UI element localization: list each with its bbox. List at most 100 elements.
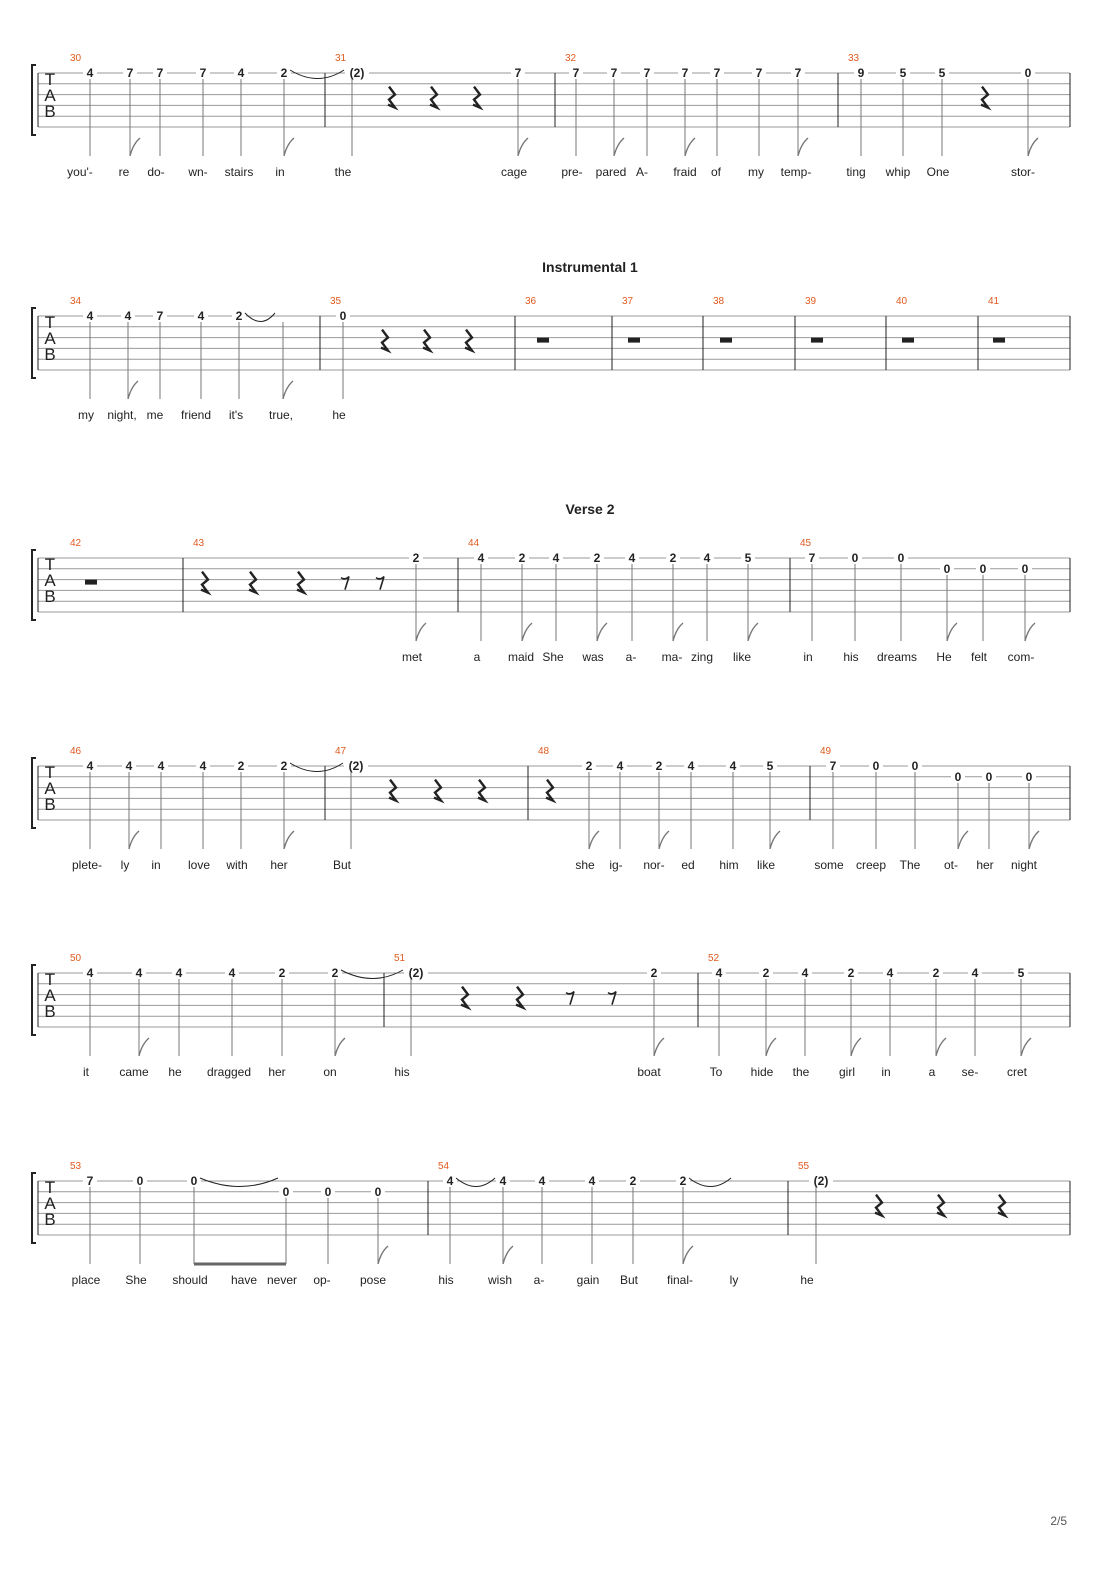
fret-number: 5 [939,66,946,80]
fret-number: 2 [656,759,663,773]
fret-bg [154,759,168,772]
lyric-syllable: creep [856,858,886,872]
fret-number: 2 [281,66,288,80]
fret-bg [496,1174,510,1187]
tab-clef-letter: B [44,345,55,364]
eighth-flag [128,830,140,850]
fret-number: 2 [236,309,243,323]
lyric-syllable: his [843,650,858,664]
system-bracket [31,549,36,621]
fret-number: 4 [704,551,711,565]
eighth-flag [127,380,139,400]
eighth-flag [797,137,809,157]
lyric-syllable: But [333,858,352,872]
measure-number: 41 [988,296,1000,307]
tab-clef-letter: B [44,795,55,814]
fret-number: 2 [763,966,770,980]
fret-number: 7 [200,66,207,80]
fret-number: 4 [136,966,143,980]
lyric-syllable: a- [534,1273,545,1287]
lyric-syllable: should [172,1273,207,1287]
lyric-syllable: dreams [877,650,917,664]
lyric-syllable: To [710,1065,723,1079]
fret-bg [328,966,342,979]
whole-rest [993,337,1005,343]
fret-bg [371,1184,385,1198]
lyric-syllable: her [270,858,287,872]
quarter-rest [545,778,557,804]
fret-bg [896,66,910,79]
fret-number: 0 [325,1185,332,1199]
fret-bg [666,551,680,564]
fret-number: 7 [515,66,522,80]
tie-arc [289,69,345,79]
fret-bg [798,966,812,979]
lyric-syllable: came [119,1065,149,1079]
fret-number: 9 [858,66,865,80]
lyric-syllable: in [275,165,284,179]
lyric-syllable: ly [121,858,130,872]
section-heading: Instrumental 1 [542,259,638,275]
eighth-flag [502,1245,514,1265]
fret-bg [1021,66,1035,79]
fret-bg [153,66,167,79]
fret-number: 0 [873,759,880,773]
fret-bg [741,551,755,564]
tab-clef-letter: B [44,587,55,606]
measure-number: 50 [70,953,82,964]
lyric-syllable: a [474,650,481,664]
tie-arc [340,969,404,979]
fret-bg [83,309,97,322]
fret-number: 7 [157,66,164,80]
fret-bg [1022,769,1036,783]
fret-number: 4 [589,1174,596,1188]
eighth-flag [283,830,295,850]
lyric-syllable: me [147,408,164,422]
eighth-flag [588,830,600,850]
tab-clef-letter: B [44,1002,55,1021]
eighth-flag [377,1245,389,1265]
fret-bg [647,966,661,979]
measure-number: 30 [70,53,82,64]
whole-rest [537,337,549,343]
measure-number: 32 [565,53,577,64]
fret-bg [123,66,137,79]
fret-bg [404,966,428,979]
measure-number: 43 [193,538,205,549]
fret-number: 4 [87,759,94,773]
lyric-syllable: A- [636,165,648,179]
whole-rest [628,337,640,343]
fret-bg [133,1174,147,1187]
fret-bg [409,551,423,564]
lyric-syllable: com- [1008,650,1035,664]
lyric-syllable: ting [846,165,865,179]
quarter-rest [433,778,445,804]
tab-clef-letter: A [44,329,56,348]
lyric-syllable: like [757,858,775,872]
eighth-flag [747,622,759,642]
tab-clef-letter: A [44,986,56,1005]
tab-clef-letter: A [44,86,56,105]
fret-number: 0 [912,759,919,773]
lyric-syllable: But [620,1273,639,1287]
lyric-syllable: she [575,858,595,872]
eighth-flag [282,380,294,400]
fret-bg [443,1174,457,1187]
fret-number: 5 [745,551,752,565]
system-bracket [31,757,36,829]
fret-bg [122,759,136,772]
lyric-syllable: whip [885,165,911,179]
lyric-syllable: my [78,408,94,422]
eighth-flag [521,622,533,642]
lyric-syllable: the [335,165,352,179]
lyric-syllable: with [225,858,247,872]
quarter-rest [997,1193,1009,1219]
quarter-rest [296,570,308,596]
fret-number: 5 [900,66,907,80]
eighth-rest [607,991,617,1005]
measure-number: 52 [708,953,720,964]
lyric-syllable: him [719,858,738,872]
fret-number: 4 [688,759,695,773]
